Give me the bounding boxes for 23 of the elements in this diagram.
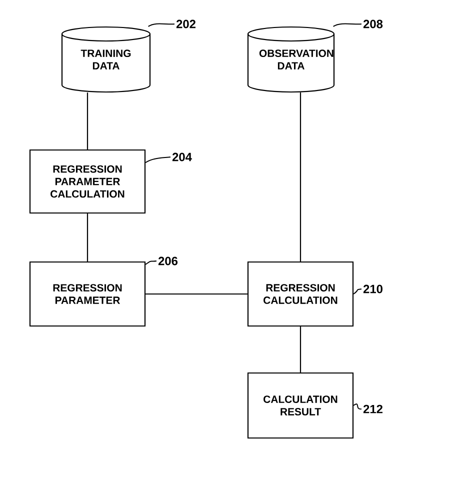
reference-number: 212 (363, 404, 382, 414)
leader-line (145, 156, 171, 164)
leader-line (145, 260, 157, 265)
connector-line (146, 293, 248, 295)
connector-line (86, 214, 88, 262)
leader-line (148, 23, 175, 27)
reference-number: 204 (172, 152, 192, 162)
process-box: REGRESSION CALCULATION (247, 261, 354, 327)
cylinder: OBSERVATION DATA (247, 26, 335, 93)
process-box: REGRESSION PARAMETER (29, 261, 146, 327)
process-box: REGRESSION PARAMETER CALCULATION (29, 149, 146, 214)
reference-number: 208 (363, 20, 383, 28)
connector-line (86, 92, 88, 150)
connector-line (300, 326, 302, 372)
leader-line (332, 23, 362, 27)
process-box: CALCULATION RESULT (247, 372, 354, 439)
reference-number: 210 (363, 284, 382, 294)
connector-line (300, 92, 302, 262)
leader-line (353, 404, 362, 410)
reference-number: 202 (176, 20, 196, 28)
reference-number: 206 (158, 256, 178, 266)
leader-line (353, 288, 362, 294)
cylinder: TRAINING DATA (61, 26, 151, 93)
